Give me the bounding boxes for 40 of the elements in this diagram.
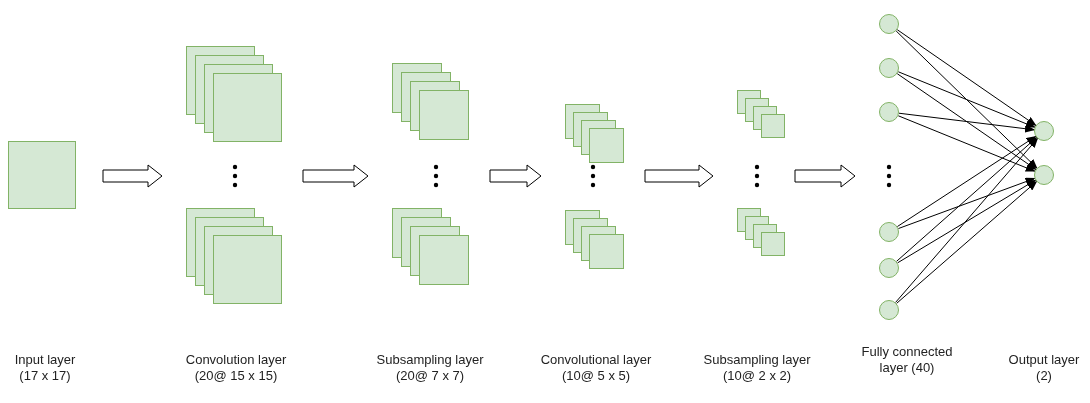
block-arrow <box>102 164 163 188</box>
neuron-circle <box>879 222 899 242</box>
feature-map-stack <box>392 63 469 140</box>
neuron-circle <box>879 300 899 320</box>
layer-caption: Subsampling layer (20@ 7 x 7) <box>375 352 485 384</box>
neuron-circle <box>879 14 899 34</box>
connection-arrow <box>896 180 1038 304</box>
connection-arrow <box>897 179 1037 264</box>
connection-arrow <box>895 137 1039 303</box>
layer-caption: Output layer (2) <box>1007 352 1081 384</box>
connection-arrow <box>896 29 1037 126</box>
layer-caption: Fully connected layer (40) <box>860 344 954 376</box>
neuron-circle <box>879 102 899 122</box>
feature-map-stack <box>565 104 624 163</box>
layer-caption: Input layer (17 x 17) <box>13 352 77 384</box>
connection-arrow <box>896 73 1037 170</box>
connection-arrow <box>897 71 1036 128</box>
feature-map-stack <box>392 208 469 285</box>
connection-arrow <box>897 115 1036 172</box>
layer-caption: Convolutional layer (10@ 5 x 5) <box>539 352 653 384</box>
input-square <box>8 141 76 209</box>
connection-arrow <box>896 136 1038 262</box>
neuron-circle <box>1034 165 1054 185</box>
connection-arrow <box>897 177 1036 230</box>
layer-caption: Convolution layer (20@ 15 x 15) <box>184 352 288 384</box>
block-arrow <box>302 164 369 188</box>
layer-caption: Subsampling layer (10@ 2 x 2) <box>702 352 812 384</box>
neuron-circle <box>1034 121 1054 141</box>
connection-arrow <box>896 135 1037 228</box>
connection-arrow <box>898 112 1036 133</box>
feature-map-stack <box>565 210 624 269</box>
feature-map-stack <box>737 208 785 256</box>
feature-map-stack <box>186 46 282 142</box>
block-arrow <box>489 164 542 188</box>
block-arrow <box>644 164 714 188</box>
neuron-circle <box>879 58 899 78</box>
neuron-circle <box>879 258 899 278</box>
feature-map-stack <box>186 208 282 304</box>
feature-map-stack <box>737 90 785 138</box>
connection-arrow <box>895 30 1038 169</box>
